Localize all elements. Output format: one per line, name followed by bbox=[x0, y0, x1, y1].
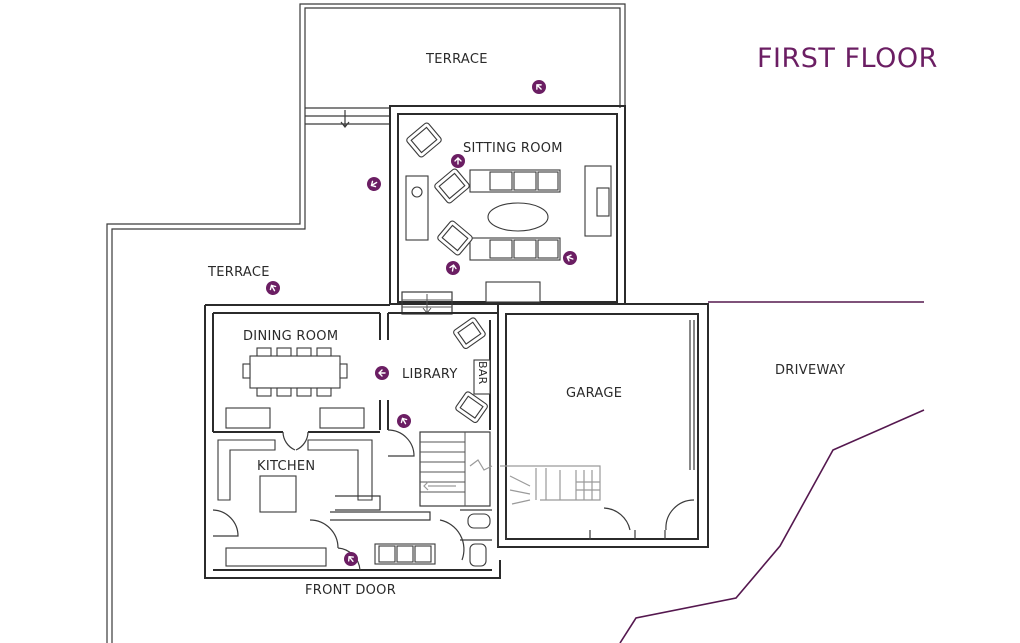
library-furniture bbox=[453, 317, 491, 424]
camera-view-marker-icon[interactable] bbox=[394, 411, 413, 430]
label-garage: GARAGE bbox=[566, 386, 622, 401]
label-terrace-left: TERRACE bbox=[207, 265, 270, 280]
camera-view-marker-icon[interactable] bbox=[451, 154, 465, 168]
terrace-boundary bbox=[106, 3, 626, 643]
label-terrace-top: TERRACE bbox=[425, 52, 488, 67]
label-library: LIBRARY bbox=[402, 367, 458, 382]
garage-staircase bbox=[500, 465, 631, 531]
camera-view-markers bbox=[263, 77, 579, 569]
label-sitting-room: SITTING ROOM bbox=[463, 141, 563, 156]
fireplace bbox=[584, 165, 612, 237]
sitting-room-furniture bbox=[405, 122, 561, 303]
floor-title: FIRST FLOOR bbox=[757, 43, 938, 74]
camera-view-marker-icon[interactable] bbox=[341, 549, 361, 569]
garage-walls bbox=[497, 303, 709, 548]
label-driveway: DRIVEWAY bbox=[775, 363, 845, 378]
main-staircase bbox=[419, 431, 493, 507]
camera-view-marker-icon[interactable] bbox=[561, 249, 579, 267]
hall-area bbox=[309, 429, 492, 571]
garage-door bbox=[665, 499, 695, 531]
camera-view-marker-icon[interactable] bbox=[263, 278, 282, 297]
label-bar: BAR bbox=[476, 361, 489, 385]
label-kitchen: KITCHEN bbox=[257, 459, 315, 474]
dining-table bbox=[242, 347, 348, 397]
kitchen-layout bbox=[212, 431, 381, 567]
camera-view-marker-icon[interactable] bbox=[529, 77, 549, 97]
camera-view-marker-icon[interactable] bbox=[445, 260, 461, 276]
label-dining-room: DINING ROOM bbox=[243, 329, 338, 344]
camera-view-marker-icon[interactable] bbox=[364, 174, 383, 193]
camera-view-marker-icon[interactable] bbox=[375, 366, 389, 380]
driveway-boundary bbox=[619, 301, 925, 643]
sideboards bbox=[225, 407, 365, 429]
terrace-railing bbox=[305, 107, 390, 128]
label-front-door: FRONT DOOR bbox=[305, 583, 396, 598]
